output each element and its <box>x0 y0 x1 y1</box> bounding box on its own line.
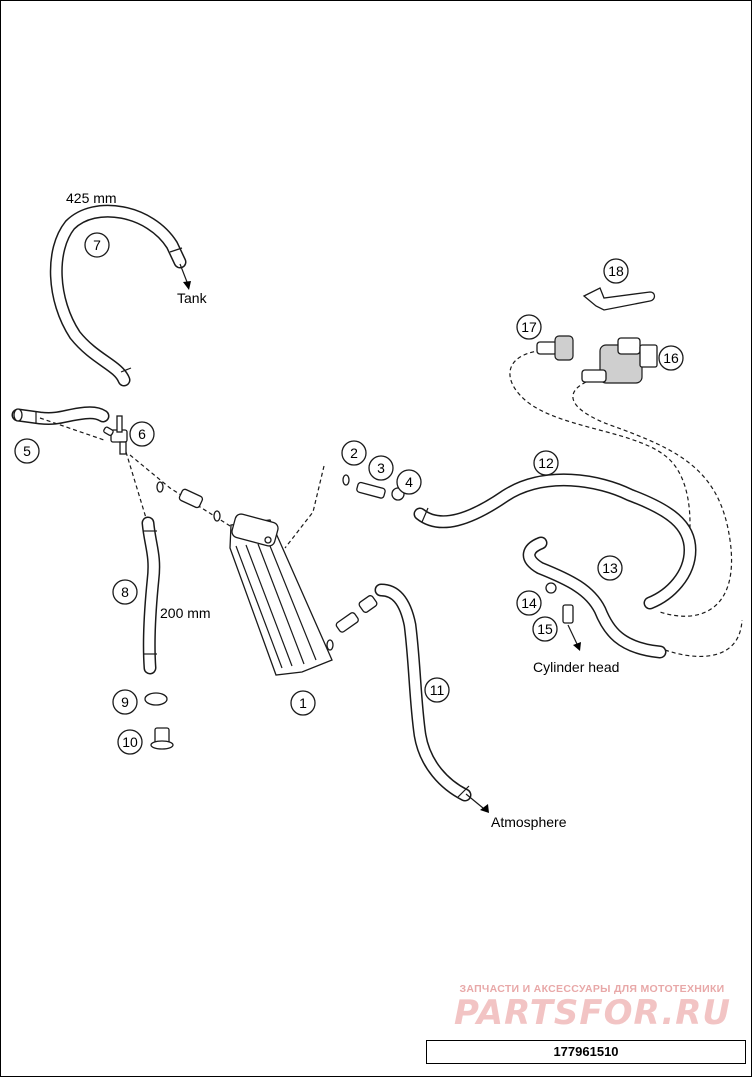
valve-17 <box>536 335 574 361</box>
watermark-tagline: ЗАПЧАСТИ И АКСЕССУАРЫ ДЛЯ МОТОТЕХНИКИ <box>459 983 725 995</box>
callout-9: 9 <box>112 689 138 715</box>
svg-text:7: 7 <box>93 237 101 253</box>
svg-text:16: 16 <box>663 350 679 366</box>
hose-12 <box>413 473 697 610</box>
svg-text:8: 8 <box>121 584 129 600</box>
hose-8 <box>141 516 161 675</box>
cap-10 <box>150 727 174 750</box>
length-label-7: 425 mm <box>66 190 117 206</box>
hose-7 <box>49 204 187 387</box>
svg-text:12: 12 <box>538 455 554 471</box>
callout-3: 3 <box>368 455 394 481</box>
tank-arrow <box>179 263 191 290</box>
callout-4: 4 <box>396 469 422 495</box>
bracket-18 <box>582 287 656 311</box>
callout-1: 1 <box>290 690 316 716</box>
clamp-9 <box>144 692 168 706</box>
svg-text:18: 18 <box>608 263 624 279</box>
callout-18: 18 <box>603 258 629 284</box>
hose-11 <box>374 583 489 813</box>
tank-label: Tank <box>177 290 208 306</box>
svg-text:6: 6 <box>138 426 146 442</box>
svg-text:11: 11 <box>430 682 445 698</box>
svg-text:1: 1 <box>299 695 307 711</box>
t-piece-6 <box>103 415 128 455</box>
canister-1 <box>229 513 333 676</box>
callout-7: 7 <box>84 232 110 258</box>
svg-text:9: 9 <box>121 694 129 710</box>
callout-14: 14 <box>516 590 542 616</box>
callout-15: 15 <box>532 616 558 642</box>
callout-16: 16 <box>658 345 684 371</box>
parts-14-15 <box>545 582 581 651</box>
callout-5: 5 <box>14 438 40 464</box>
atmosphere-label: Atmosphere <box>491 814 567 830</box>
callout-6: 6 <box>129 421 155 447</box>
svg-text:3: 3 <box>377 460 385 476</box>
hose-13 <box>522 536 667 659</box>
callout-13: 13 <box>597 555 623 581</box>
svg-text:4: 4 <box>405 474 413 490</box>
cylinder-head-label: Cylinder head <box>533 659 619 675</box>
parts-2-3-4 <box>342 474 405 501</box>
svg-text:14: 14 <box>521 595 537 611</box>
length-label-8: 200 mm <box>160 605 211 621</box>
callout-10: 10 <box>117 729 143 755</box>
callout-17: 17 <box>516 314 542 340</box>
drawing-number: 177961510 <box>426 1040 746 1064</box>
callout-11: 11 <box>424 677 450 703</box>
svg-text:10: 10 <box>122 734 138 750</box>
callout-2: 2 <box>341 440 367 466</box>
svg-text:15: 15 <box>537 621 553 637</box>
hose-5 <box>11 406 110 425</box>
watermark-logo: PARTSFOR.RU <box>453 993 732 1033</box>
fitting-small-parts <box>156 481 221 522</box>
fitting-near-11 <box>326 595 378 651</box>
svg-text:17: 17 <box>521 319 537 335</box>
svg-text:13: 13 <box>602 560 618 576</box>
callout-8: 8 <box>112 579 138 605</box>
callout-12: 12 <box>533 450 559 476</box>
valve-16 <box>581 337 658 384</box>
svg-text:2: 2 <box>350 445 358 461</box>
svg-text:5: 5 <box>23 443 31 459</box>
